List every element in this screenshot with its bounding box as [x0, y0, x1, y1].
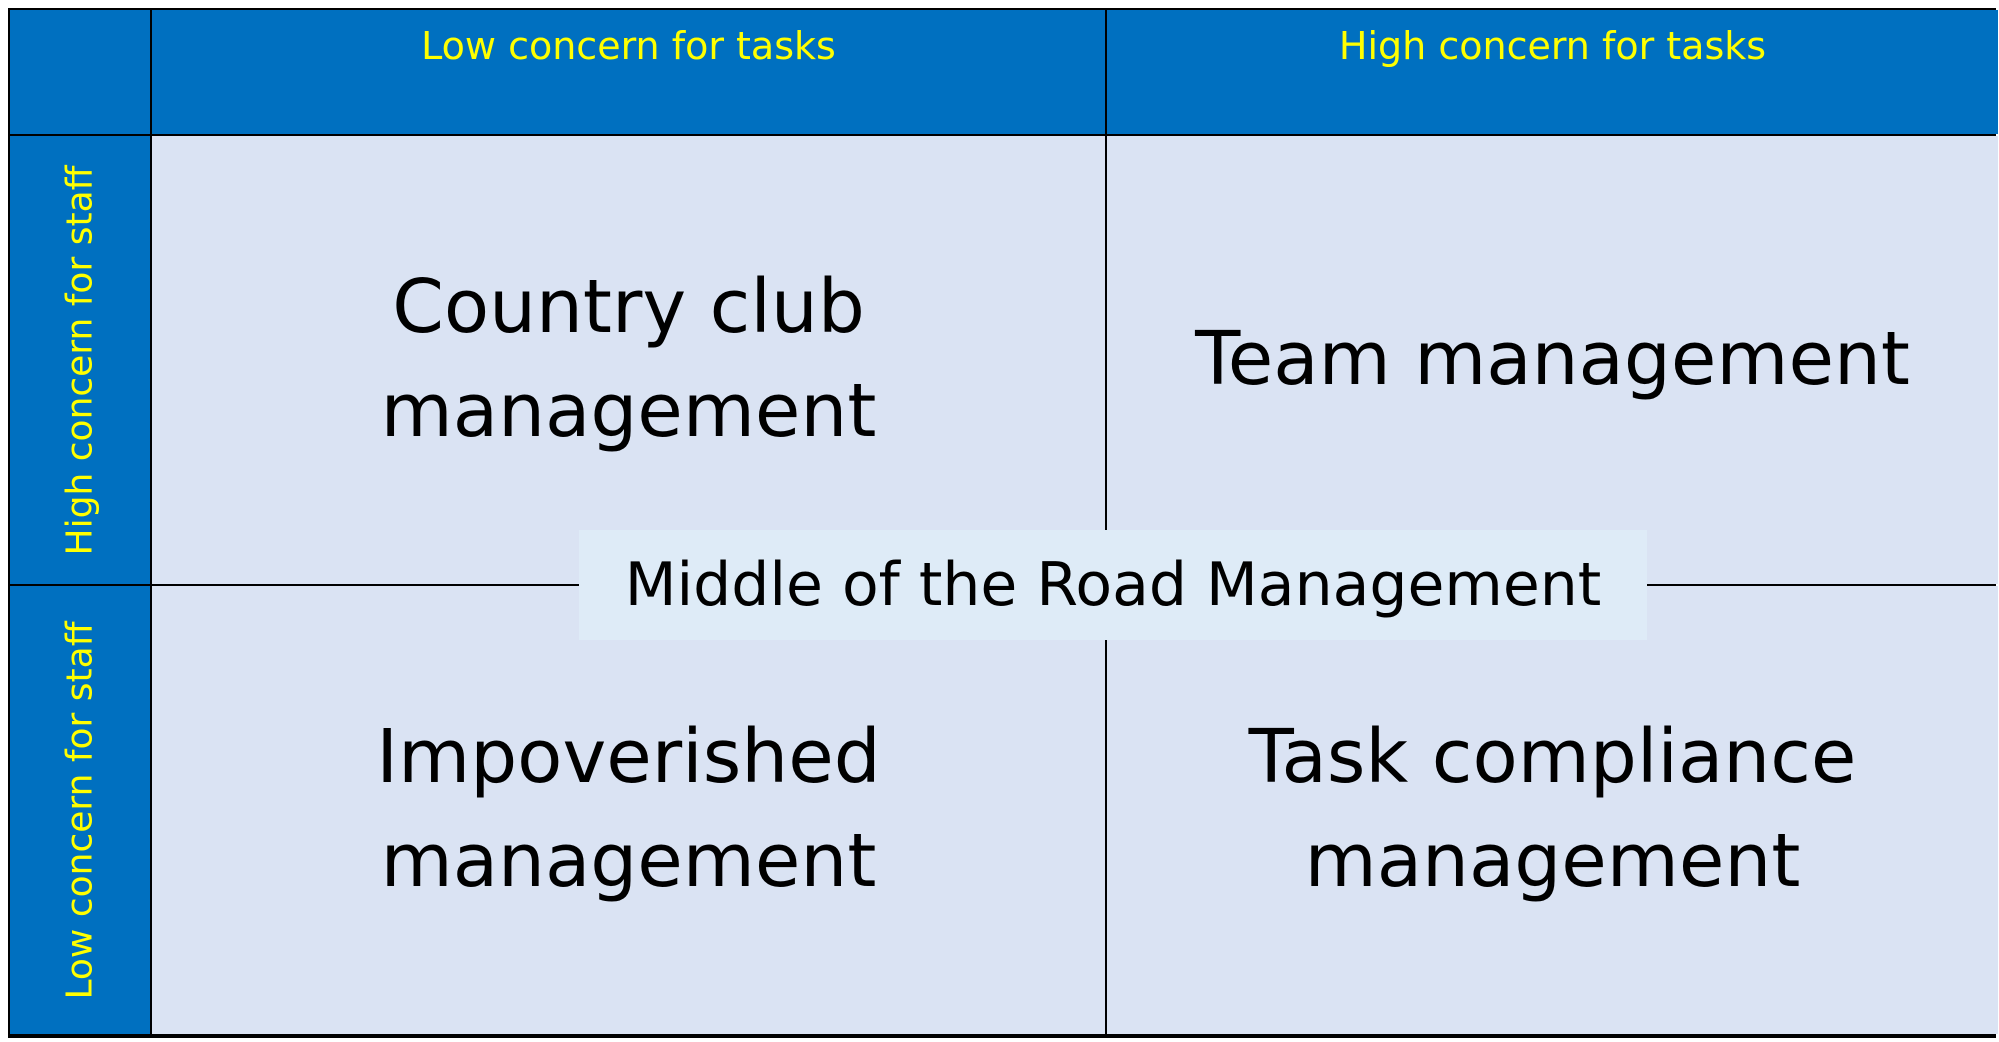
- row-header-low-staff: Low concern for staff: [10, 586, 150, 1034]
- quadrant-task-compliance: Task compliance management: [1107, 586, 1998, 1034]
- corner-cell: [10, 10, 150, 134]
- column-header-high-tasks-label: High concern for tasks: [1338, 24, 1767, 68]
- row-header-high-staff-label: High concern for staff: [59, 165, 101, 555]
- row-header-low-staff-label: Low concern for staff: [59, 620, 101, 1000]
- column-header-low-tasks: Low concern for tasks: [152, 10, 1105, 134]
- managerial-grid: Low concern for tasks High concern for t…: [8, 8, 1998, 1038]
- quadrant-country-club-label: Country club management: [380, 264, 877, 454]
- quadrant-impoverished: Impoverished management: [152, 586, 1105, 1034]
- quadrant-task-compliance-label: Task compliance management: [1248, 714, 1857, 904]
- middle-of-the-road-label: Middle of the Road Management: [579, 530, 1647, 640]
- quadrant-country-club: Country club management: [152, 136, 1105, 584]
- column-header-high-tasks: High concern for tasks: [1107, 10, 1998, 134]
- quadrant-team-label: Team management: [1195, 316, 1910, 403]
- quadrant-impoverished-label: Impoverished management: [376, 714, 881, 904]
- middle-of-the-road-text: Middle of the Road Management: [624, 550, 1602, 620]
- quadrant-team: Team management: [1107, 136, 1998, 584]
- row-header-high-staff: High concern for staff: [10, 136, 150, 584]
- column-header-low-tasks-label: Low concern for tasks: [421, 24, 836, 68]
